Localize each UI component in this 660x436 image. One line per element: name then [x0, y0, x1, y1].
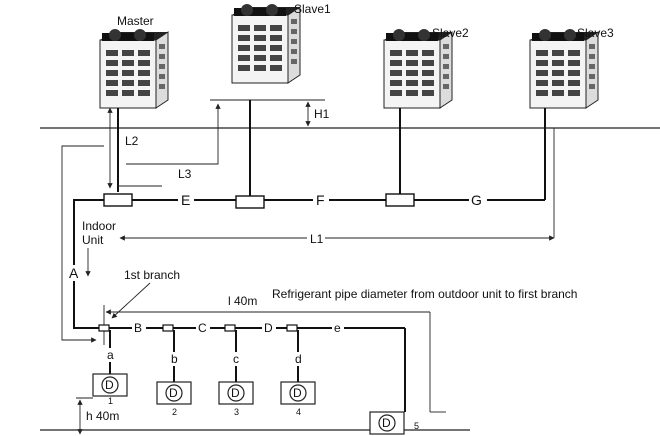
- indoor-unit-4: D: [280, 381, 316, 405]
- segment-e-label: E: [181, 192, 190, 208]
- indoor-unit-3-number: 3: [234, 407, 239, 417]
- slave1-label: Slave1: [294, 2, 331, 16]
- segment-e-lower-label: e: [334, 321, 341, 335]
- indoor-unit-4-number: 4: [296, 407, 301, 417]
- drop-c-label: c: [233, 352, 239, 366]
- master-outdoor-unit: [99, 28, 169, 109]
- segment-a-pipe: [73, 199, 104, 329]
- indoor-unit-1-number: 1: [108, 396, 113, 406]
- segment-f-label: F: [316, 192, 325, 208]
- drop-d-label: d: [295, 352, 302, 366]
- indoor-unit-4-symbol: D: [293, 386, 302, 400]
- indoor-unit-5-symbol: D: [382, 416, 391, 430]
- indoor-unit-2-number: 2: [172, 407, 177, 417]
- indoor-unit-5-number: 5: [414, 421, 419, 431]
- indoor-unit-2: D: [156, 381, 192, 405]
- indoor-unit-3-symbol: D: [231, 386, 240, 400]
- indoor-unit-label-line2: Unit: [82, 233, 104, 247]
- indoor-unit-label-line1: Indoor: [82, 219, 116, 233]
- branch-fitting-3: [224, 324, 236, 332]
- segment-b-label: B: [134, 321, 142, 335]
- slave1-outdoor-unit: [231, 3, 301, 84]
- drop-b-label: b: [171, 352, 178, 366]
- master-label: Master: [117, 14, 154, 28]
- slave2-outdoor-unit: [383, 28, 453, 109]
- segment-d-label: D: [264, 321, 273, 335]
- left-loop-dimension: [61, 145, 104, 343]
- indoor-unit-3: D: [218, 381, 254, 405]
- segment-a-label: A: [69, 265, 79, 281]
- first-branch-arrow: [111, 282, 151, 319]
- indoor-unit-1-symbol: D: [105, 378, 114, 392]
- l40-label: l 40m: [228, 294, 257, 308]
- branch-fitting-4: [286, 324, 298, 332]
- refrigerant-note: Refrigerant pipe diameter from outdoor u…: [272, 287, 577, 301]
- slave3-label: Slave3: [577, 26, 614, 40]
- slave3-outdoor-unit: [529, 28, 599, 109]
- branch-fitting-2: [162, 324, 174, 332]
- slave2-tee: [385, 193, 415, 207]
- l3-label: L3: [178, 167, 192, 181]
- l3-dimension: [126, 103, 221, 165]
- slave1-tee: [235, 195, 265, 209]
- indoor-unit-1: D: [92, 373, 128, 397]
- master-tee: [103, 193, 133, 207]
- indoor-unit-2-symbol: D: [169, 386, 178, 400]
- l1-label: L1: [310, 232, 324, 246]
- first-branch-label: 1st branch: [124, 268, 180, 282]
- indoor-unit-5: D: [369, 411, 405, 435]
- drop-a-label: a: [107, 348, 114, 362]
- l2-label: L2: [125, 134, 139, 148]
- segment-c-label: C: [198, 321, 207, 335]
- segment-g-label: G: [471, 192, 482, 208]
- slave2-label: Slave2: [432, 26, 469, 40]
- branch-fitting-1: [98, 324, 110, 332]
- h40-label: h 40m: [86, 409, 119, 423]
- h1-label: H1: [314, 107, 330, 121]
